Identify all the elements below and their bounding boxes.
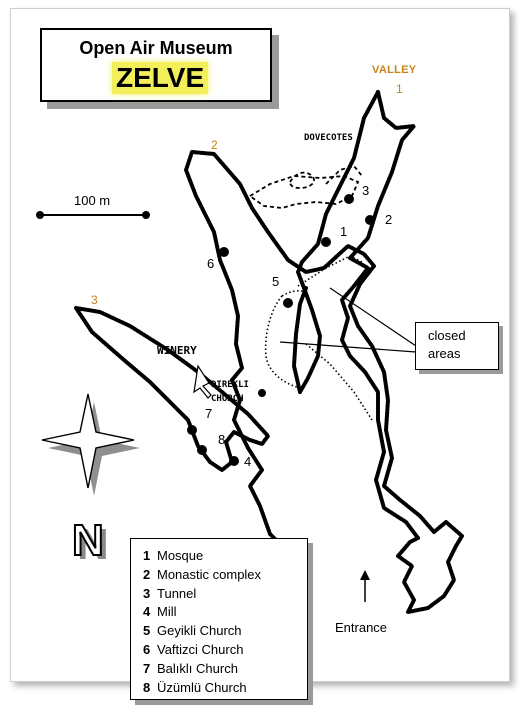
winery-pointer — [193, 364, 212, 399]
title-zelve: ZELVE — [112, 62, 209, 94]
legend-name: Mill — [157, 604, 177, 620]
site-number-7: 7 — [205, 406, 213, 421]
legend-number: 1 — [143, 548, 151, 563]
legend-number: 6 — [143, 641, 151, 657]
site-number-2: 2 — [385, 212, 393, 227]
site-number-1: 1 — [340, 224, 348, 239]
site-marker-2 — [365, 215, 375, 225]
direkli-church-label-line1: DIREKLI — [211, 380, 249, 390]
legend-number: 7 — [143, 660, 151, 676]
valley-1-inner-outline — [296, 90, 380, 394]
valley-2-label: 2 — [211, 138, 218, 152]
site-number-6: 6 — [207, 256, 215, 271]
closed-area-boundaries — [264, 255, 373, 421]
site-number-4: 4 — [244, 454, 252, 469]
site-marker-4 — [229, 456, 239, 466]
valley-3-label: 3 — [91, 293, 98, 307]
site-marker-7 — [187, 425, 197, 435]
site-marker-5 — [283, 298, 293, 308]
site-marker-3 — [344, 194, 354, 204]
site-marker-8 — [197, 445, 207, 455]
legend-name: Geyikli Church — [157, 623, 242, 639]
entrance-arrow-icon — [360, 570, 370, 602]
legend-item: 4 Mill — [143, 603, 307, 622]
closed-area-pointers — [279, 287, 417, 353]
closed-label-line2: areas — [428, 346, 461, 361]
map-title-box: Open Air Museum ZELVE — [40, 28, 272, 102]
legend-name: Tunnel — [157, 585, 197, 601]
legend-name: Balıklı Church — [157, 660, 238, 676]
compass-icon — [41, 393, 140, 496]
site-number-8: 8 — [218, 432, 226, 447]
winery-label: WINERY — [157, 344, 197, 357]
entrance-label: Entrance — [335, 620, 388, 635]
legend-item: 6 Vaftizci Church — [143, 641, 307, 660]
site-marker-6 — [219, 247, 229, 257]
scale-bar — [36, 211, 150, 219]
title-museum: Open Air Museum — [79, 38, 233, 58]
legend-item: 8 Üzümlü Church — [143, 679, 307, 698]
direkli-church-marker — [258, 389, 266, 397]
site-marker-1 — [321, 237, 331, 247]
north-arrow-icon: N — [71, 515, 105, 566]
legend-item: 2 Monastic complex — [143, 566, 307, 585]
legend-name: Monastic complex — [157, 566, 262, 582]
valley-1-spur-outline — [292, 286, 308, 394]
legend-item: 1 Mosque — [143, 547, 307, 566]
legend-name: Vaftizci Church — [157, 641, 244, 657]
closed-label-line1: closed — [428, 328, 466, 343]
scale-label: 100 m — [74, 193, 111, 208]
legend-number: 8 — [143, 679, 151, 695]
legend-item: 7 Balıklı Church — [143, 660, 307, 679]
site-markers — [187, 194, 375, 466]
site-number-5: 5 — [272, 274, 280, 289]
legend-name: Üzümlü Church — [157, 679, 247, 695]
valley-1-label: 1 — [396, 82, 403, 96]
valley-word-label: VALLEY — [372, 64, 417, 76]
legend-name: Mosque — [157, 548, 204, 563]
site-number-3: 3 — [362, 183, 370, 198]
dovecotes-label: DOVECOTES — [304, 133, 353, 143]
legend-item: 5 Geyikli Church — [143, 622, 307, 641]
legend-number: 5 — [143, 623, 151, 639]
valley-3-outline — [74, 306, 270, 472]
legend-number: 4 — [143, 604, 151, 620]
legend-number: 2 — [143, 566, 151, 582]
valley-1-2-outline — [184, 90, 464, 614]
legend-item: 3 Tunnel — [143, 585, 307, 604]
direkli-church-label-line2: CHURCH — [211, 394, 244, 404]
legend-number: 3 — [143, 585, 151, 601]
closed-areas-callout: closed areas — [415, 322, 499, 370]
